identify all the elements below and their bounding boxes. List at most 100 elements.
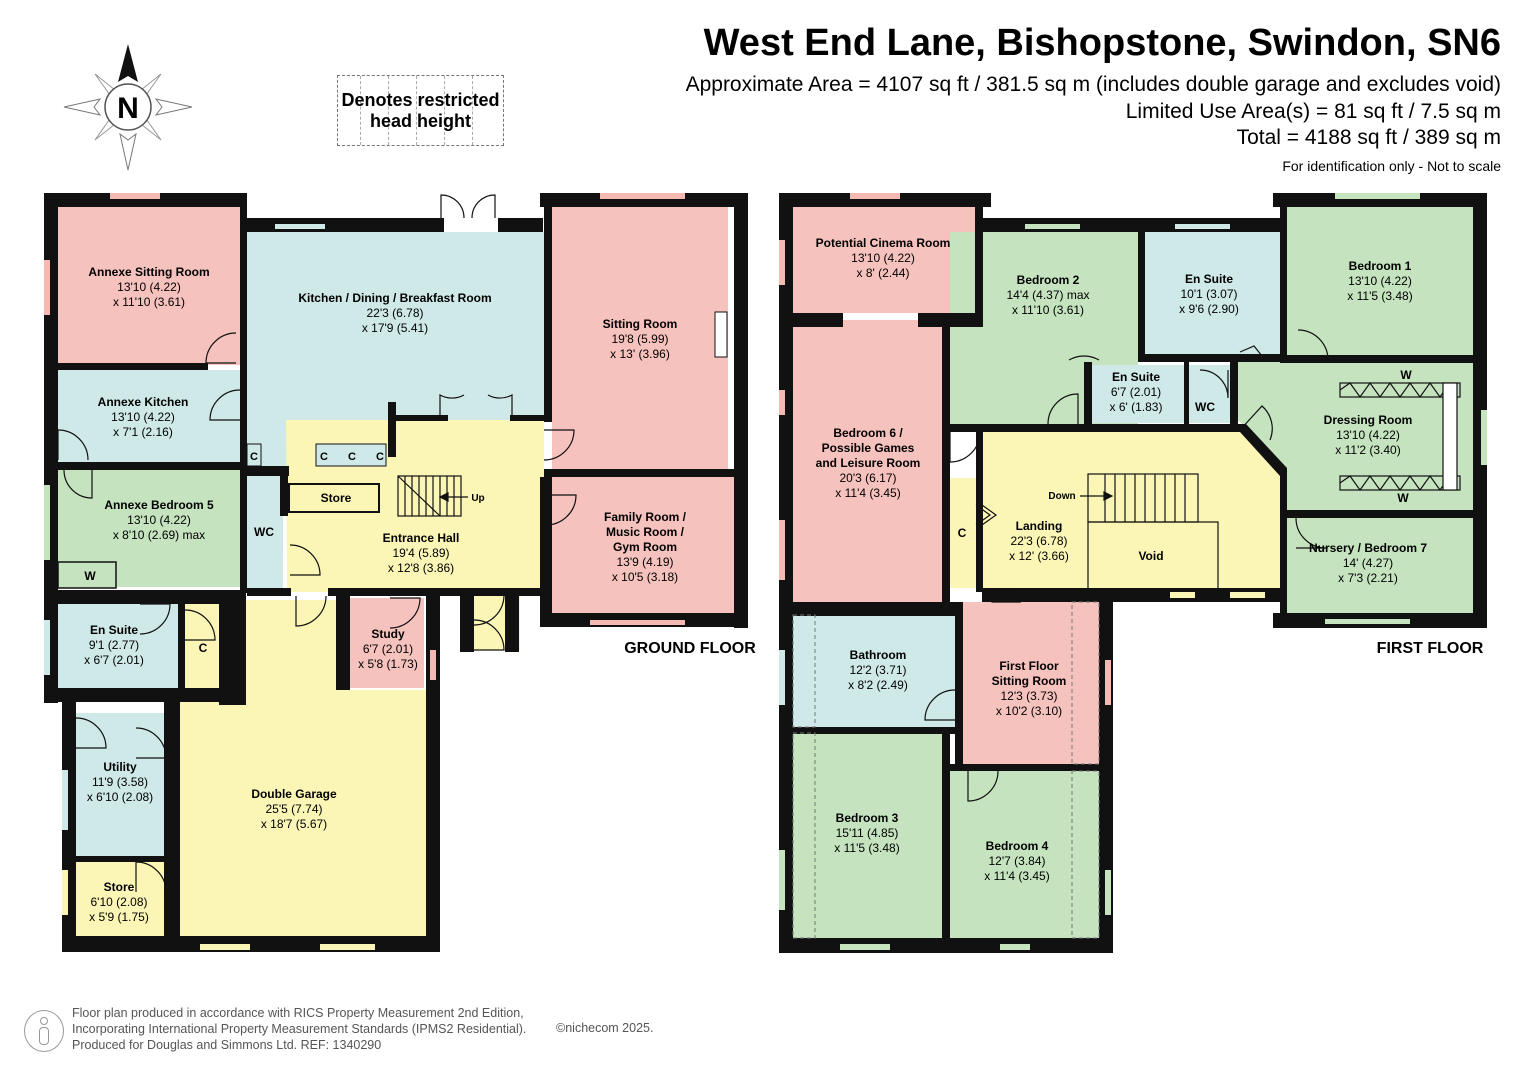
room-dim: x 8' (2.44): [857, 266, 910, 280]
wc-room: [247, 476, 283, 588]
cupboard-label: C: [958, 526, 967, 540]
wardrobe-label: W: [1397, 491, 1409, 505]
room-name: Possible Games: [822, 441, 915, 455]
room-name: Landing: [1016, 519, 1063, 533]
wardrobe: [57, 561, 117, 589]
room-dim: 13'9 (4.19): [617, 555, 674, 569]
stairs-down-label: Down: [1048, 491, 1075, 502]
room-name: Sitting Room: [603, 317, 678, 331]
room-dim: x 11'4 (3.45): [984, 869, 1049, 883]
room-dim: 15'11 (4.85): [836, 826, 899, 840]
room-dim: 19'4 (5.89): [393, 546, 450, 560]
restricted-height-areas: [792, 601, 1100, 939]
bedroom-3: [793, 733, 942, 938]
room-name: En Suite: [90, 623, 138, 637]
room-name: Bedroom 1: [1349, 259, 1412, 273]
room-name: Annexe Kitchen: [98, 395, 189, 409]
cupboard-label: C: [250, 451, 258, 463]
void: [1087, 521, 1219, 591]
nursery-bedroom-7: [1287, 518, 1473, 613]
room-dim: x 13' (3.96): [610, 347, 670, 361]
room-dim: x 17'9 (5.41): [362, 321, 428, 335]
room-name: Potential Cinema Room: [816, 236, 951, 250]
room-name: Double Garage: [251, 787, 337, 801]
room-dim: x 12' (3.66): [1009, 549, 1069, 563]
legend-line-1: Denotes restricted: [341, 89, 500, 110]
first-walls: [779, 193, 1487, 953]
first-labels: Potential Cinema Room 13'10 (4.22) x 8' …: [816, 236, 1484, 883]
utility: [75, 713, 164, 856]
room-dim: 22'3 (6.78): [367, 306, 424, 320]
room-name: Nursery / Bedroom 7: [1309, 541, 1427, 555]
room-name: Annexe Sitting Room: [88, 265, 209, 279]
identification-note: For identification only - Not to scale: [1282, 158, 1501, 174]
cupboard-label: C: [376, 451, 384, 463]
ground-floor-plan: [44, 193, 748, 952]
room-dim: x 7'3 (2.21): [1338, 571, 1398, 585]
room-dim: 12'2 (3.71): [850, 663, 907, 677]
room-dim: x 11'5 (3.48): [1347, 289, 1412, 303]
room-dim: x 11'2 (3.40): [1335, 443, 1400, 457]
first-doors: [924, 329, 1329, 802]
kitchen-cupboards: [246, 443, 387, 467]
wc-first: [1188, 365, 1230, 423]
room-dim: 14'4 (4.37) max: [1007, 288, 1090, 302]
room-dim: 9'1 (2.77): [89, 638, 139, 652]
room-name: Sitting Room: [992, 674, 1067, 688]
bedroom-4: [950, 771, 1099, 938]
room-name: Bedroom 4: [986, 839, 1049, 853]
room-name: Annexe Bedroom 5: [104, 498, 214, 512]
ground-windows: [44, 193, 728, 950]
cupboard-label: C: [348, 451, 356, 463]
room-dim: 11'9 (3.58): [92, 775, 148, 789]
ground-labels: Annexe Sitting Room 13'10 (4.22) x 11'10…: [84, 265, 756, 924]
room-dim: x 10'5 (3.18): [612, 570, 678, 584]
room-name: Bedroom 6 /: [833, 426, 903, 440]
room-name: Gym Room: [613, 540, 677, 554]
room-dim: 12'7 (3.84): [989, 854, 1046, 868]
room-dim: x 9'6 (2.90): [1179, 302, 1239, 316]
room-name: Bedroom 3: [836, 811, 899, 825]
room-dim: x 12'8 (3.86): [388, 561, 454, 575]
room-name: First Floor: [999, 659, 1059, 673]
ground-doors: [57, 194, 577, 893]
family-room: [552, 477, 734, 613]
en-suite-ground: [58, 604, 178, 688]
room-dim: x 8'10 (2.69) max: [113, 528, 205, 542]
store-label: Store: [321, 491, 352, 505]
room-name: Kitchen / Dining / Breakfast Room: [298, 291, 491, 305]
person-icon: [24, 1010, 64, 1052]
room-dim: x 5'8 (1.73): [358, 657, 418, 671]
store-under-stairs: [288, 483, 380, 513]
room-dim: x 18'7 (5.67): [261, 817, 327, 831]
compass-north-label: N: [117, 92, 139, 125]
footer-notes: Floor plan produced in accordance with R…: [72, 1005, 526, 1053]
room-dim: x 11'5 (3.48): [834, 841, 899, 855]
room-dim: 10'1 (3.07): [1181, 287, 1238, 301]
room-dim: 13'10 (4.22): [117, 280, 181, 294]
room-name: Music Room /: [606, 525, 685, 539]
first-floor-plan: [779, 193, 1487, 953]
room-dim: 13'10 (4.22): [1348, 274, 1412, 288]
potential-cinema-room: [793, 207, 975, 313]
compass-icon: N: [63, 44, 193, 171]
room-dim: x 10'2 (3.10): [996, 704, 1062, 718]
room-dim: x 8'2 (2.49): [848, 678, 908, 692]
room-name: Bathroom: [850, 648, 907, 662]
cupboard-label: C: [320, 451, 328, 463]
room-name: Entrance Hall: [383, 531, 460, 545]
first-floor-sitting-room: [963, 602, 1099, 764]
room-dim: x 11'4 (3.45): [835, 486, 900, 500]
room-name: Store: [104, 880, 135, 894]
room-dim: 13'10 (4.22): [127, 513, 191, 527]
copyright: ©nichecom 2025.: [556, 1021, 654, 1035]
study: [350, 598, 424, 688]
bathroom: [793, 615, 955, 727]
bedroom-1: [1287, 207, 1473, 355]
dressing-wardrobes: [1339, 381, 1461, 492]
footer-line: Produced for Douglas and Simmons Ltd. RE…: [72, 1038, 382, 1052]
footer-line: Floor plan produced in accordance with R…: [72, 1006, 524, 1020]
dressing-room: [1238, 362, 1473, 510]
footer-line: Incorporating International Property Mea…: [72, 1022, 527, 1036]
